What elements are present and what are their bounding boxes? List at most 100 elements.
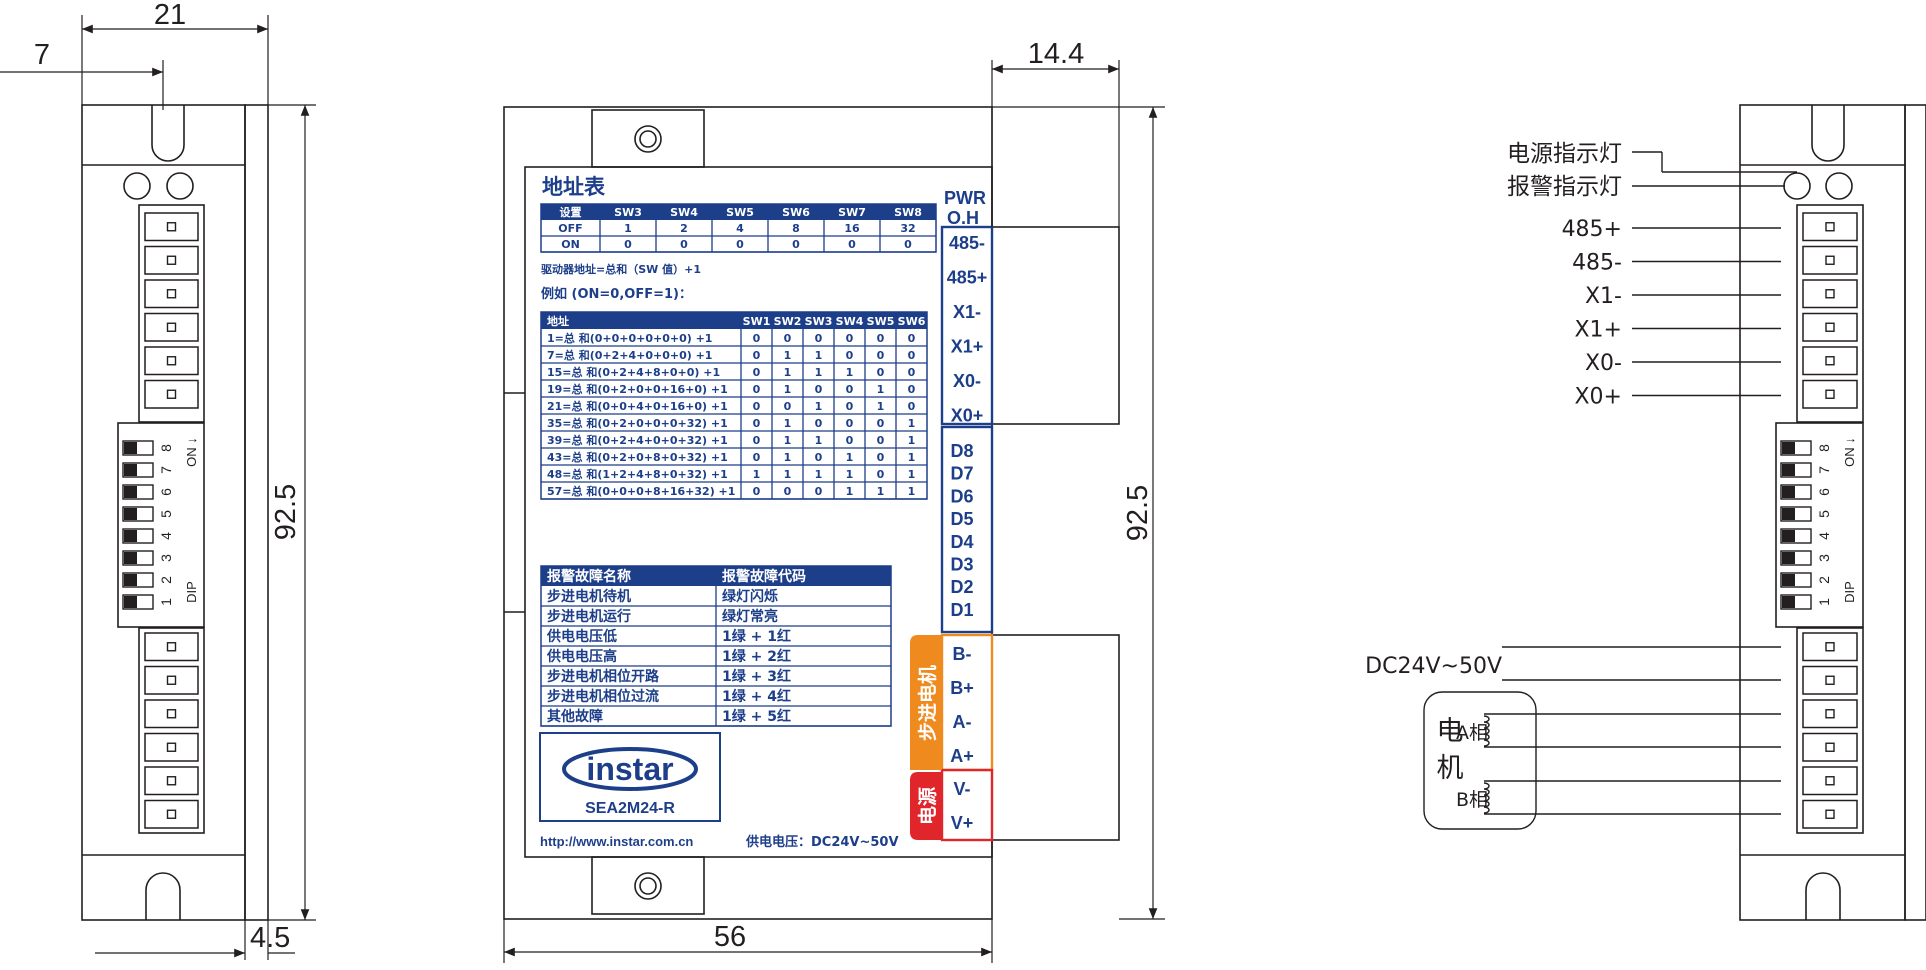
terminal-cell xyxy=(1802,212,1858,242)
terminal-cell xyxy=(144,245,199,275)
table-cell: 0 xyxy=(624,238,632,251)
motor-label-1: 电 xyxy=(1437,716,1464,747)
dip-number: 3 xyxy=(1816,554,1832,562)
table-cell: 0 xyxy=(753,417,761,430)
brand-logo: instar SEA2M24-R xyxy=(539,732,721,822)
table-border xyxy=(540,203,937,253)
dip-number: 2 xyxy=(158,576,174,584)
table-cell: 0 xyxy=(877,332,885,345)
table-cell: 步进电机相位开路 xyxy=(547,668,660,685)
table-cell: 32 xyxy=(900,222,915,235)
terminal-screw xyxy=(1825,776,1835,786)
table-cell: 0 xyxy=(846,349,854,362)
mid-bottom-screw-inner xyxy=(639,877,657,895)
dip-switch-slot xyxy=(122,462,154,478)
mid-top-screw xyxy=(634,125,662,153)
terminal-cell xyxy=(1802,766,1858,796)
dim-7-label: 7 xyxy=(34,39,50,71)
table-header-cell: SW7 xyxy=(838,206,866,219)
power-tag-text: 电源 xyxy=(916,787,939,825)
dip-switch-slot xyxy=(1780,572,1812,588)
dip-switch-lever xyxy=(124,508,137,520)
table-header-cell: SW6 xyxy=(782,206,810,219)
dip-switch-lever xyxy=(124,464,137,476)
terminal-cell xyxy=(1802,346,1858,376)
table-cell: 0 xyxy=(846,332,854,345)
dip-switch-slot xyxy=(1780,550,1812,566)
data-terminal-label: D4 xyxy=(950,532,973,552)
table-cell: 0 xyxy=(815,417,823,430)
dip-switch-lever xyxy=(124,530,137,542)
table-header-cell: 设置 xyxy=(560,205,582,219)
terminal-screw xyxy=(166,322,177,332)
footer-supply: 供电电压：DC24V~50V xyxy=(745,834,899,850)
comm-terminal-label: X0- xyxy=(953,371,981,391)
terminal-screw xyxy=(166,356,177,366)
terminal-cell xyxy=(144,699,199,729)
terminal-screw xyxy=(166,776,177,786)
terminal-screw xyxy=(1825,642,1835,652)
table-cell: 2 xyxy=(680,222,688,235)
dim-left-height-label: 92.5 xyxy=(270,484,302,540)
terminal-cell xyxy=(144,346,199,376)
data-terminal-label: D3 xyxy=(950,555,973,575)
table-cell: 8 xyxy=(792,222,800,235)
table-cell: 0 xyxy=(877,434,885,447)
terminal-cell xyxy=(1802,312,1858,342)
table-cell: 7=总 和(0+2+4+0+0+0) +1 xyxy=(547,348,712,362)
terminal-screw xyxy=(166,255,177,265)
table-cell: 16 xyxy=(844,222,860,235)
terminal-screw xyxy=(1825,675,1835,685)
dip-number: 2 xyxy=(1816,576,1832,584)
table-cell: 0 xyxy=(815,485,823,498)
table-cell: 0 xyxy=(753,349,761,362)
table-cell: 0 xyxy=(846,434,854,447)
table-header-cell: SW8 xyxy=(894,206,922,219)
left-bottom-mount-slot xyxy=(145,872,181,920)
right-side-plate xyxy=(1904,104,1926,921)
dim-mid-height-label: 92.5 xyxy=(1122,485,1154,541)
table-header-cell: SW5 xyxy=(867,315,895,328)
dip-number: 4 xyxy=(158,532,174,540)
phase-coil xyxy=(1483,715,1490,747)
logo-brand-text: instar xyxy=(586,751,673,787)
terminal-screw xyxy=(1825,322,1835,332)
table-cell: 0 xyxy=(792,238,800,251)
table-cell: 0 xyxy=(753,451,761,464)
table-cell: 0 xyxy=(753,366,761,379)
dip-switch-lever xyxy=(1782,464,1795,476)
data-terminal-label: D7 xyxy=(950,464,973,484)
comm-terminal-label: 485- xyxy=(949,233,985,253)
table-cell: 0 xyxy=(848,238,856,251)
address-table-title: 地址表 xyxy=(542,175,606,199)
terminal-cell xyxy=(144,212,199,242)
dip-switch-lever xyxy=(1782,442,1795,454)
table-cell: 43=总 和(0+2+0+8+0+32) +1 xyxy=(547,450,728,464)
table-cell: 供电电压高 xyxy=(546,648,617,665)
left-top-mount-slot xyxy=(151,105,185,162)
mid-dimension-labels: 14.4 92.5 56 xyxy=(714,38,1154,953)
right-wiring-view xyxy=(1739,104,1926,921)
table-cell: 1 xyxy=(846,366,854,379)
table-cell: 19=总 和(0+2+0+0+16+0) +1 xyxy=(547,382,728,396)
terminal-screw xyxy=(1825,356,1835,366)
right-top-connector xyxy=(1796,204,1864,423)
table-cell: 1 xyxy=(846,468,854,481)
dip-on-label: ON ↓ xyxy=(1842,437,1857,467)
table-header-bg xyxy=(541,204,936,220)
middle-top-view xyxy=(503,106,1120,920)
table-cell: 0 xyxy=(904,238,912,251)
table-cell: 0 xyxy=(908,366,916,379)
data-terminal-label: D1 xyxy=(950,600,973,620)
motor-box xyxy=(1423,691,1537,830)
comm-terminal-label: X1- xyxy=(953,302,981,322)
comm-terminal-label: 485+ xyxy=(947,268,988,288)
dip-switch-lever xyxy=(1782,574,1795,586)
mid-top-screw-inner xyxy=(639,130,657,148)
dip-switch-slot xyxy=(122,528,154,544)
table-cell: 0 xyxy=(877,349,885,362)
motor-tag-text: 步进电机 xyxy=(916,665,939,741)
